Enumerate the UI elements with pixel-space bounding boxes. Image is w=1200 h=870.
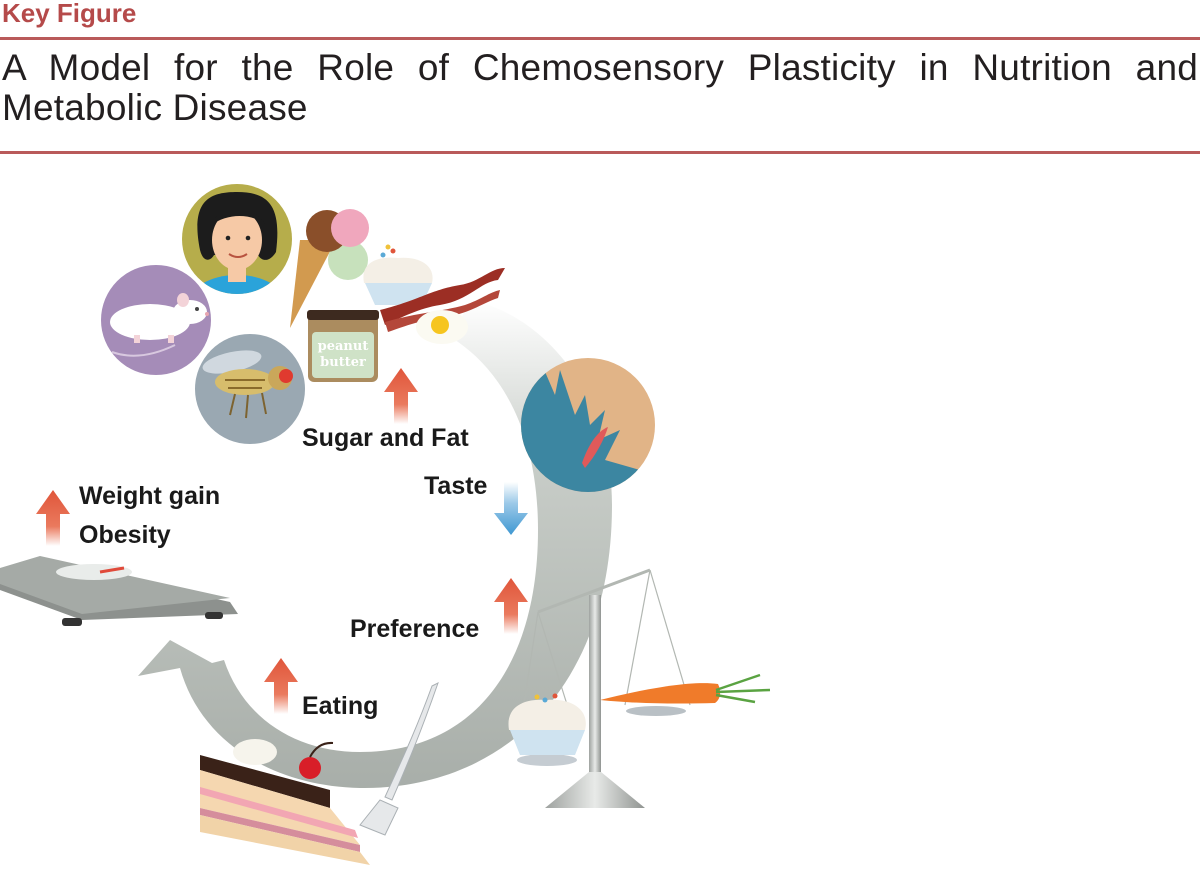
- title-rule: [0, 151, 1200, 154]
- fried-egg-icon: [416, 310, 468, 344]
- down-arrow-taste: [494, 482, 528, 535]
- fly-icon: [195, 334, 305, 444]
- up-arrow-sugar-fat: [384, 368, 418, 424]
- mouse-icon: [101, 265, 211, 375]
- jar-label-line1: peanut: [318, 339, 369, 354]
- cake-slice-icon: [200, 739, 370, 865]
- up-arrow-preference: [494, 578, 528, 634]
- up-arrow-eating: [264, 658, 298, 714]
- jar-label-line2: butter: [320, 355, 366, 370]
- peanut-butter-jar-icon: peanut butter: [307, 310, 379, 382]
- cupcake-on-scale-icon: [508, 693, 586, 755]
- top-rule: [0, 37, 1200, 40]
- cupcake-icon: [363, 244, 433, 305]
- label-sugar-and-fat: Sugar and Fat: [302, 424, 469, 452]
- label-weight-gain: Weight gain: [79, 482, 220, 510]
- ice-cream-icon: [290, 209, 369, 328]
- fork-icon: [359, 682, 439, 836]
- tongue-icon: [521, 358, 655, 492]
- figure-title: A Model for the Role of Chemosensory Pla…: [2, 47, 1198, 128]
- key-figure-label: Key Figure: [2, 0, 137, 28]
- carrot-icon: [600, 673, 771, 704]
- bathroom-scale-icon: [0, 556, 238, 626]
- label-eating: Eating: [302, 692, 378, 720]
- balance-scale-icon: [517, 568, 691, 808]
- label-preference: Preference: [350, 615, 479, 643]
- up-arrow-weight: [36, 490, 70, 546]
- label-obesity: Obesity: [79, 521, 171, 549]
- label-taste: Taste: [424, 472, 488, 500]
